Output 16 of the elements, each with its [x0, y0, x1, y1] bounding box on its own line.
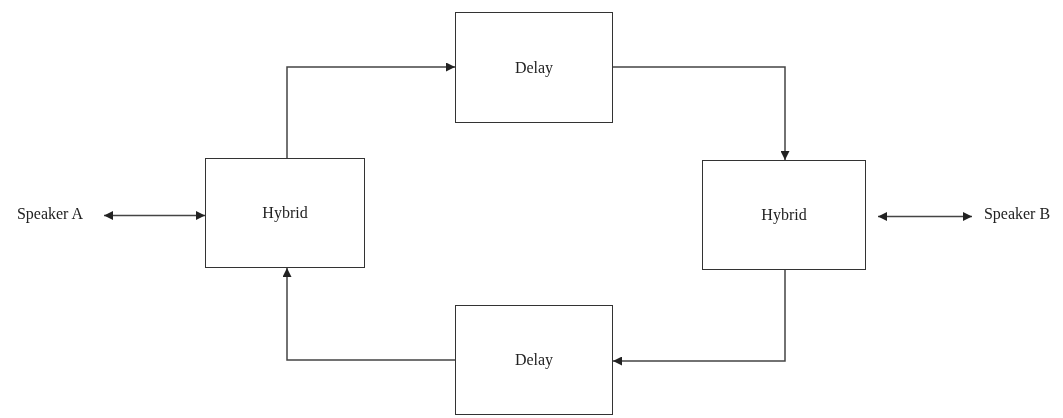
box-label: Delay [514, 57, 554, 79]
arrow [286, 62, 456, 159]
arrow [612, 269, 786, 366]
speaker-label: Speaker A [16, 204, 84, 225]
speaker-label: Speaker B [983, 204, 1051, 225]
process-box [702, 160, 866, 270]
arrow [877, 212, 973, 221]
process-box [455, 12, 613, 123]
process-box [455, 305, 613, 415]
process-box [205, 158, 365, 268]
arrow [282, 267, 456, 361]
arrow [103, 211, 206, 220]
box-label: Delay [514, 350, 554, 371]
box-label: Hybrid [262, 203, 308, 224]
arrow [612, 66, 790, 161]
box-label: Hybrid [761, 205, 807, 226]
